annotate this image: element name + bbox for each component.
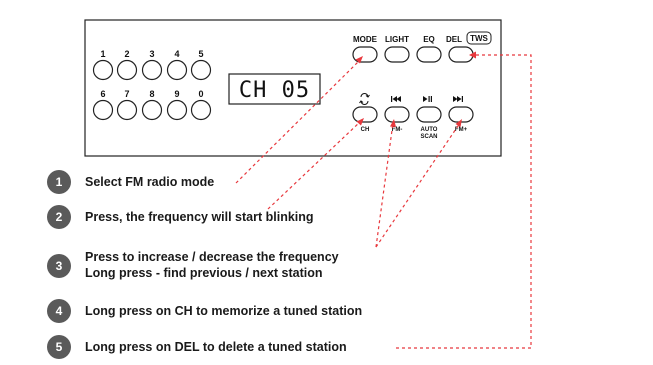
- number-label-6: 6: [100, 89, 105, 99]
- number-label-2: 2: [124, 49, 129, 59]
- number-button-6[interactable]: [92, 99, 114, 121]
- step-4-number: 4: [56, 304, 63, 318]
- number-button-2[interactable]: [116, 59, 138, 81]
- eq-button[interactable]: [416, 46, 442, 63]
- lcd-display-text: CH 05: [239, 78, 310, 103]
- connector-step3-fm-plus: [375, 122, 461, 248]
- number-button-1[interactable]: [92, 59, 114, 81]
- auto-scan-button[interactable]: [416, 106, 442, 123]
- number-label-7: 7: [124, 89, 129, 99]
- skip-next-icon: [453, 96, 463, 102]
- tws-badge-text: TWS: [470, 34, 488, 43]
- number-button-7[interactable]: [116, 99, 138, 121]
- step-4-text: Long press on CH to memorize a tuned sta…: [85, 304, 362, 318]
- step-5-badge: [47, 335, 71, 359]
- number-label-1: 1: [100, 49, 105, 59]
- number-button-0[interactable]: [190, 99, 212, 121]
- step-3-number: 3: [56, 259, 63, 273]
- number-button-5[interactable]: [190, 59, 212, 81]
- auto-label: AUTO: [421, 127, 438, 133]
- eq-label: EQ: [423, 35, 435, 44]
- fm-plus-button[interactable]: [448, 106, 474, 123]
- step-5-text: Long press on DEL to delete a tuned stat…: [85, 340, 347, 354]
- number-button-3[interactable]: [141, 59, 163, 81]
- number-label-5: 5: [198, 49, 203, 59]
- step-5-number: 5: [56, 340, 63, 354]
- connector-step2-arrowhead: [356, 118, 364, 126]
- tws-badge: [466, 31, 492, 45]
- connector-lines: [235, 51, 532, 349]
- connector-step5-arrowhead: [469, 51, 476, 59]
- scan-label: SCAN: [420, 134, 437, 140]
- step-3-text-line-1: Press to increase / decrease the frequen…: [85, 250, 339, 264]
- number-button-8[interactable]: [141, 99, 163, 121]
- step-4-badge: [47, 299, 71, 323]
- step-1-number: 1: [56, 175, 63, 189]
- fm-plus-label: FM+: [455, 127, 468, 133]
- connector-step1-mode: [235, 59, 361, 184]
- number-label-8: 8: [149, 89, 154, 99]
- ch-label: CH: [361, 127, 370, 133]
- number-label-3: 3: [149, 49, 154, 59]
- step-2-text: Press, the frequency will start blinking: [85, 210, 314, 224]
- number-button-9[interactable]: [166, 99, 188, 121]
- fm-minus-button[interactable]: [384, 106, 410, 123]
- ch-button[interactable]: [352, 106, 378, 123]
- number-label-9: 9: [174, 89, 179, 99]
- step-3-badge: [47, 254, 71, 278]
- del-button[interactable]: [448, 46, 474, 63]
- play-pause-icon: [423, 96, 432, 102]
- number-label-0: 0: [198, 89, 203, 99]
- connector-step5-del: [396, 54, 532, 349]
- connector-step3-minus-arrowhead: [390, 119, 396, 127]
- mode-label: MODE: [353, 35, 378, 44]
- step-3-text-line-2: Long press - find previous / next statio…: [85, 266, 323, 280]
- del-label: DEL: [446, 35, 462, 44]
- step-1-text: Select FM radio mode: [85, 175, 214, 189]
- step-2-badge: [47, 205, 71, 229]
- light-label: LIGHT: [385, 35, 409, 44]
- connector-step3-plus-arrowhead: [455, 119, 462, 127]
- number-label-4: 4: [174, 49, 179, 59]
- lcd-display: [228, 73, 321, 105]
- number-button-4[interactable]: [166, 59, 188, 81]
- connector-step1-arrowhead: [355, 56, 363, 64]
- swap-arrows-icon: [359, 93, 370, 105]
- skip-previous-icon: [391, 96, 401, 102]
- fm-minus-label: FM-: [392, 127, 403, 133]
- connector-step3-fm-minus: [375, 122, 394, 248]
- light-button[interactable]: [384, 46, 410, 63]
- step-2-number: 2: [56, 210, 63, 224]
- step-1-badge: [47, 170, 71, 194]
